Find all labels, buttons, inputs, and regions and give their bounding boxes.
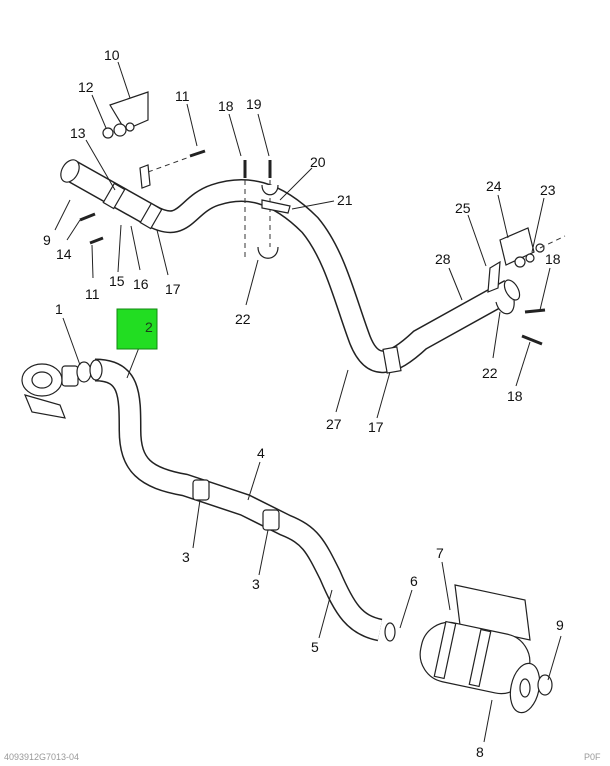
callout-13: 13: [70, 125, 86, 141]
callout-11: 11: [175, 88, 190, 104]
callout-labels: 10 12 11 18 19 13 20 21 9 14 11 15 16 17…: [43, 47, 564, 760]
callout-5: 5: [311, 639, 319, 655]
highlight-callout-2[interactable]: 2: [116, 308, 158, 350]
callout-11: 11: [85, 286, 100, 302]
page-code: P0F: [584, 752, 601, 761]
callout-18: 18: [545, 251, 561, 267]
upper-left-hardware: [79, 91, 291, 259]
callout-17: 17: [368, 419, 384, 435]
callout-18: 18: [507, 388, 523, 404]
callout-12: 12: [78, 79, 94, 95]
callout-25: 25: [455, 200, 471, 216]
callout-9: 9: [556, 617, 564, 633]
callout-3: 3: [252, 576, 260, 592]
callout-6: 6: [410, 573, 418, 589]
footer: 4093912G7013-04 P0F: [4, 752, 601, 762]
callout-22: 22: [235, 311, 251, 327]
drawing-number: 4093912G7013-04: [4, 752, 79, 761]
highlight-box[interactable]: [116, 308, 158, 350]
callout-17: 17: [165, 281, 181, 297]
callout-19: 19: [246, 96, 262, 112]
callout-7: 7: [436, 545, 444, 561]
callout-24: 24: [486, 178, 502, 194]
callout-20: 20: [310, 154, 326, 170]
callout-1: 1: [55, 301, 63, 317]
lower-exhaust-pipe: [89, 358, 396, 642]
callout-15: 15: [109, 273, 125, 289]
callout-16: 16: [133, 276, 149, 292]
callout-28: 28: [435, 251, 451, 267]
muffler: [419, 584, 553, 714]
callout-10: 10: [104, 47, 120, 63]
callout-4: 4: [257, 445, 265, 461]
callout-8: 8: [476, 744, 484, 760]
highlight-label: 2: [145, 319, 153, 335]
leader-lines: [54, 61, 562, 743]
callout-14: 14: [56, 246, 72, 262]
upper-exhaust-pipe: [60, 159, 521, 374]
turbo-housing: [21, 361, 92, 419]
callout-27: 27: [326, 416, 342, 432]
callout-18: 18: [218, 98, 234, 114]
callout-22: 22: [482, 365, 498, 381]
right-hardware: [487, 227, 566, 346]
callout-23: 23: [540, 182, 556, 198]
callout-9: 9: [43, 232, 51, 248]
callout-21: 21: [337, 192, 353, 208]
callout-3: 3: [182, 549, 190, 565]
